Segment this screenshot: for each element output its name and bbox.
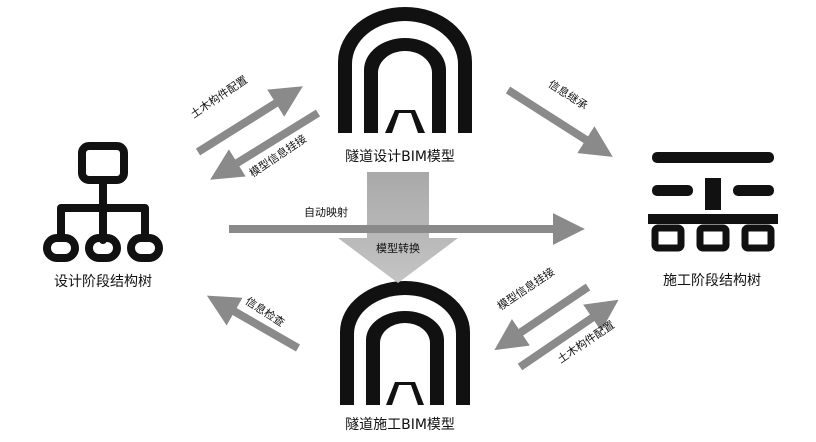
- arrow-info-check: [206, 295, 300, 352]
- label-auto-mapping: 自动映射: [304, 205, 348, 219]
- label-model-conversion: 模型转换: [376, 241, 420, 255]
- label-info-inherit: 信息继承: [546, 77, 591, 113]
- construction-tree-boxes: [651, 224, 775, 252]
- node-label-design-tree: 设计阶段结构树: [54, 274, 152, 290]
- construction-tree-layered-icon: [648, 152, 778, 224]
- arrow-info-inherit: [505, 86, 613, 157]
- construction-bim-tunnel-icon: [340, 281, 470, 405]
- arrow-civil-config-bottom: [517, 299, 619, 371]
- node-label-construction-bim: 隧道施工BIM模型: [345, 417, 455, 433]
- arrow-model-info-attach-top: [210, 109, 321, 180]
- node-label-design-bim: 隧道设计BIM模型: [345, 149, 455, 165]
- design-tree-hierarchy-icon: [43, 142, 163, 262]
- design-bim-tunnel-icon: [338, 7, 472, 133]
- label-model-info-attach-bottom: 模型信息挂接: [494, 264, 557, 313]
- arrow-model-info-attach-bottom: [494, 283, 591, 351]
- arrow-civil-config-top: [195, 86, 303, 156]
- label-civil-config-top: 土木构件配置: [187, 72, 250, 121]
- node-label-construction-tree: 施工阶段结构树: [663, 273, 761, 289]
